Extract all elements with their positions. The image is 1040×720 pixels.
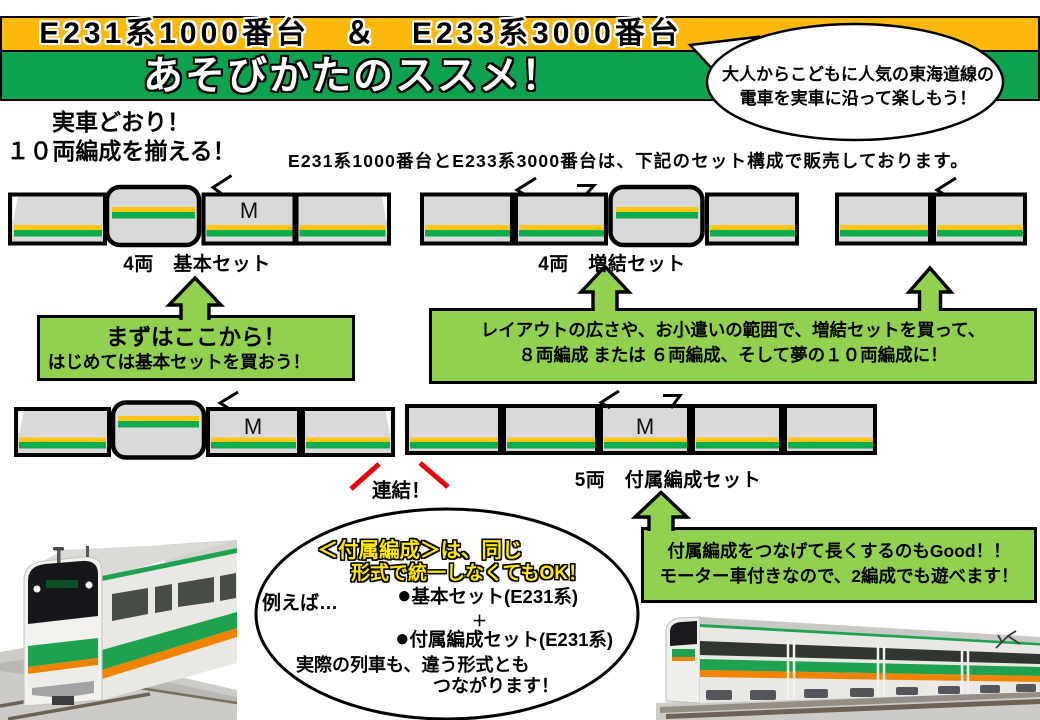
arrow-up-basic xyxy=(165,275,225,320)
tip-start-line2: はじめては基本セットを買おう！ xyxy=(47,352,311,372)
headline-line2: １０両編成を揃える！ xyxy=(6,137,236,164)
car-cab-left xyxy=(14,407,111,457)
car-green-double-decker xyxy=(608,184,705,248)
car-cab-right xyxy=(301,407,395,457)
car xyxy=(691,404,783,455)
train-set-expansion xyxy=(420,176,799,248)
photo-e233-front xyxy=(0,540,238,720)
second-car-roof xyxy=(160,540,237,566)
car xyxy=(783,404,877,455)
train-set-basic xyxy=(8,174,391,248)
motor-label-attached: M xyxy=(635,414,655,439)
train-set-basic-row2 xyxy=(14,390,395,460)
expansion-set-label: 4両 増結セット xyxy=(538,254,686,275)
lineup-description: E231系1000番台とE233系3000番台は、下記のセット構成で販売しており… xyxy=(288,151,969,171)
car-cab-left xyxy=(8,192,107,246)
note-item1: ●基本セット(E231系) xyxy=(397,582,579,609)
car-pantograph xyxy=(514,192,608,246)
note-item2: ●付属編成セット(E231系) xyxy=(395,625,614,652)
pantograph-icon xyxy=(934,176,957,197)
car-green-double-decker xyxy=(110,400,207,460)
arrow-up-twocar xyxy=(905,265,955,311)
tip-start-line1: まずはここから！ xyxy=(105,325,286,350)
tip-expand-line2: ８両編成 または ６両編成、そして夢の１０両編成に！ xyxy=(518,345,948,365)
motor-label-basic: M xyxy=(239,198,259,223)
pantograph-icon xyxy=(577,184,598,197)
note-line4: つながります！ xyxy=(433,676,559,696)
car-green-double-decker xyxy=(104,184,202,248)
pantograph-icon xyxy=(598,389,620,410)
headline: 実車どおり！ １０両編成を揃える！ xyxy=(0,108,242,165)
pantograph-icon xyxy=(514,176,537,197)
car-pantograph xyxy=(932,192,1027,246)
motor-label-basic-row2: M xyxy=(243,414,263,439)
car xyxy=(502,404,599,455)
note-example-label: 例えば… xyxy=(262,593,339,614)
car xyxy=(835,192,932,246)
playstyle-banner-title: あそびかたのススメ！ xyxy=(143,54,563,98)
car-cab-right xyxy=(294,192,391,246)
pantograph-icon xyxy=(210,174,233,196)
bubble-text-line1: 大人からこどもに人気の東海道線の xyxy=(722,65,994,84)
basic-set-label: 4両 基本セット xyxy=(123,254,271,275)
tip-expand-line1: レイアウトの広さや、お小遣いの範囲で、増結セットを買って、 xyxy=(480,320,986,340)
arrow-up-attached xyxy=(630,490,692,531)
pantograph-icon xyxy=(663,394,683,409)
photo-e231-trainset xyxy=(656,616,1040,720)
car xyxy=(420,192,514,246)
tip-attached-line2: モーター車付きなので、2編成でも遊べます！ xyxy=(659,566,1019,586)
car xyxy=(705,192,799,246)
headline-line1: 実車どおり！ xyxy=(52,109,190,135)
car xyxy=(405,404,502,455)
coupling-label: 連結！ xyxy=(372,480,431,502)
attached-set-label: 5両 付属編成セット xyxy=(574,470,762,491)
series-banner-title: E231系1000番台 ＆ E233系3000番台 xyxy=(39,17,683,50)
train-set-two-car xyxy=(835,176,1027,246)
tip-attached-line1: 付属編成をつなげて長くするのもGood！！ xyxy=(667,541,1011,561)
bubble-text-line2: 電車を実車に沿って楽しもう！ xyxy=(739,88,977,108)
model-pantograph xyxy=(995,630,1021,649)
note-highlight-line2: 形式で統一しなくてもOK！ xyxy=(351,563,587,584)
pantograph-icon xyxy=(217,390,239,410)
